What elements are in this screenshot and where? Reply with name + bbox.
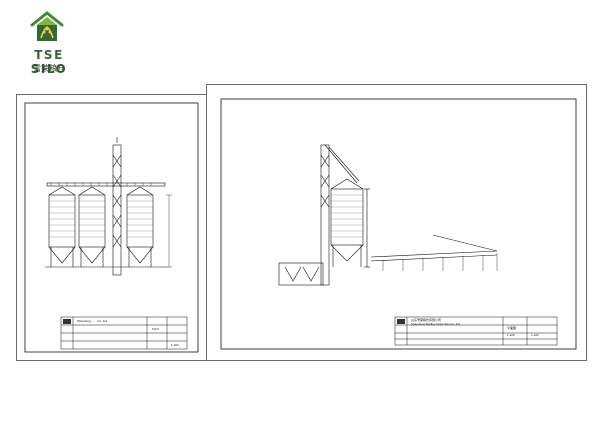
title-block-drawing-no: 1:100	[171, 343, 179, 347]
title-block-scale: 1:100	[531, 333, 539, 337]
brand-name: TSE SILO	[30, 48, 68, 76]
title-block-company-cn: 山东雪莱粮仓有限公司	[411, 318, 442, 322]
title-block-drawing-no: 1:100	[507, 333, 515, 337]
drawing-sheet-layout[interactable]: 山东雪莱粮仓有限公司 Shandong Shelley Grain Silo C…	[207, 85, 586, 360]
drawing-sheet-elevation[interactable]: Shandong ...... Co.,Ltd SILO 1:100	[17, 95, 206, 360]
title-block-company: Shandong ...... Co.,Ltd	[77, 319, 108, 323]
brand-logo[interactable]: TSE SILO 雪莱粮仓	[14, 10, 84, 76]
silo-roof-house-icon	[30, 11, 64, 41]
silo-layout-drawing	[220, 98, 577, 350]
brand-subtitle: 雪莱粮仓	[33, 64, 65, 73]
title-block-name: 平面图	[507, 326, 517, 330]
title-block-name: SILO	[152, 327, 159, 331]
title-block-company: Shandong Shelley Grain Silo Co.,Ltd	[411, 322, 460, 326]
silo-elevation-drawing	[24, 102, 199, 353]
